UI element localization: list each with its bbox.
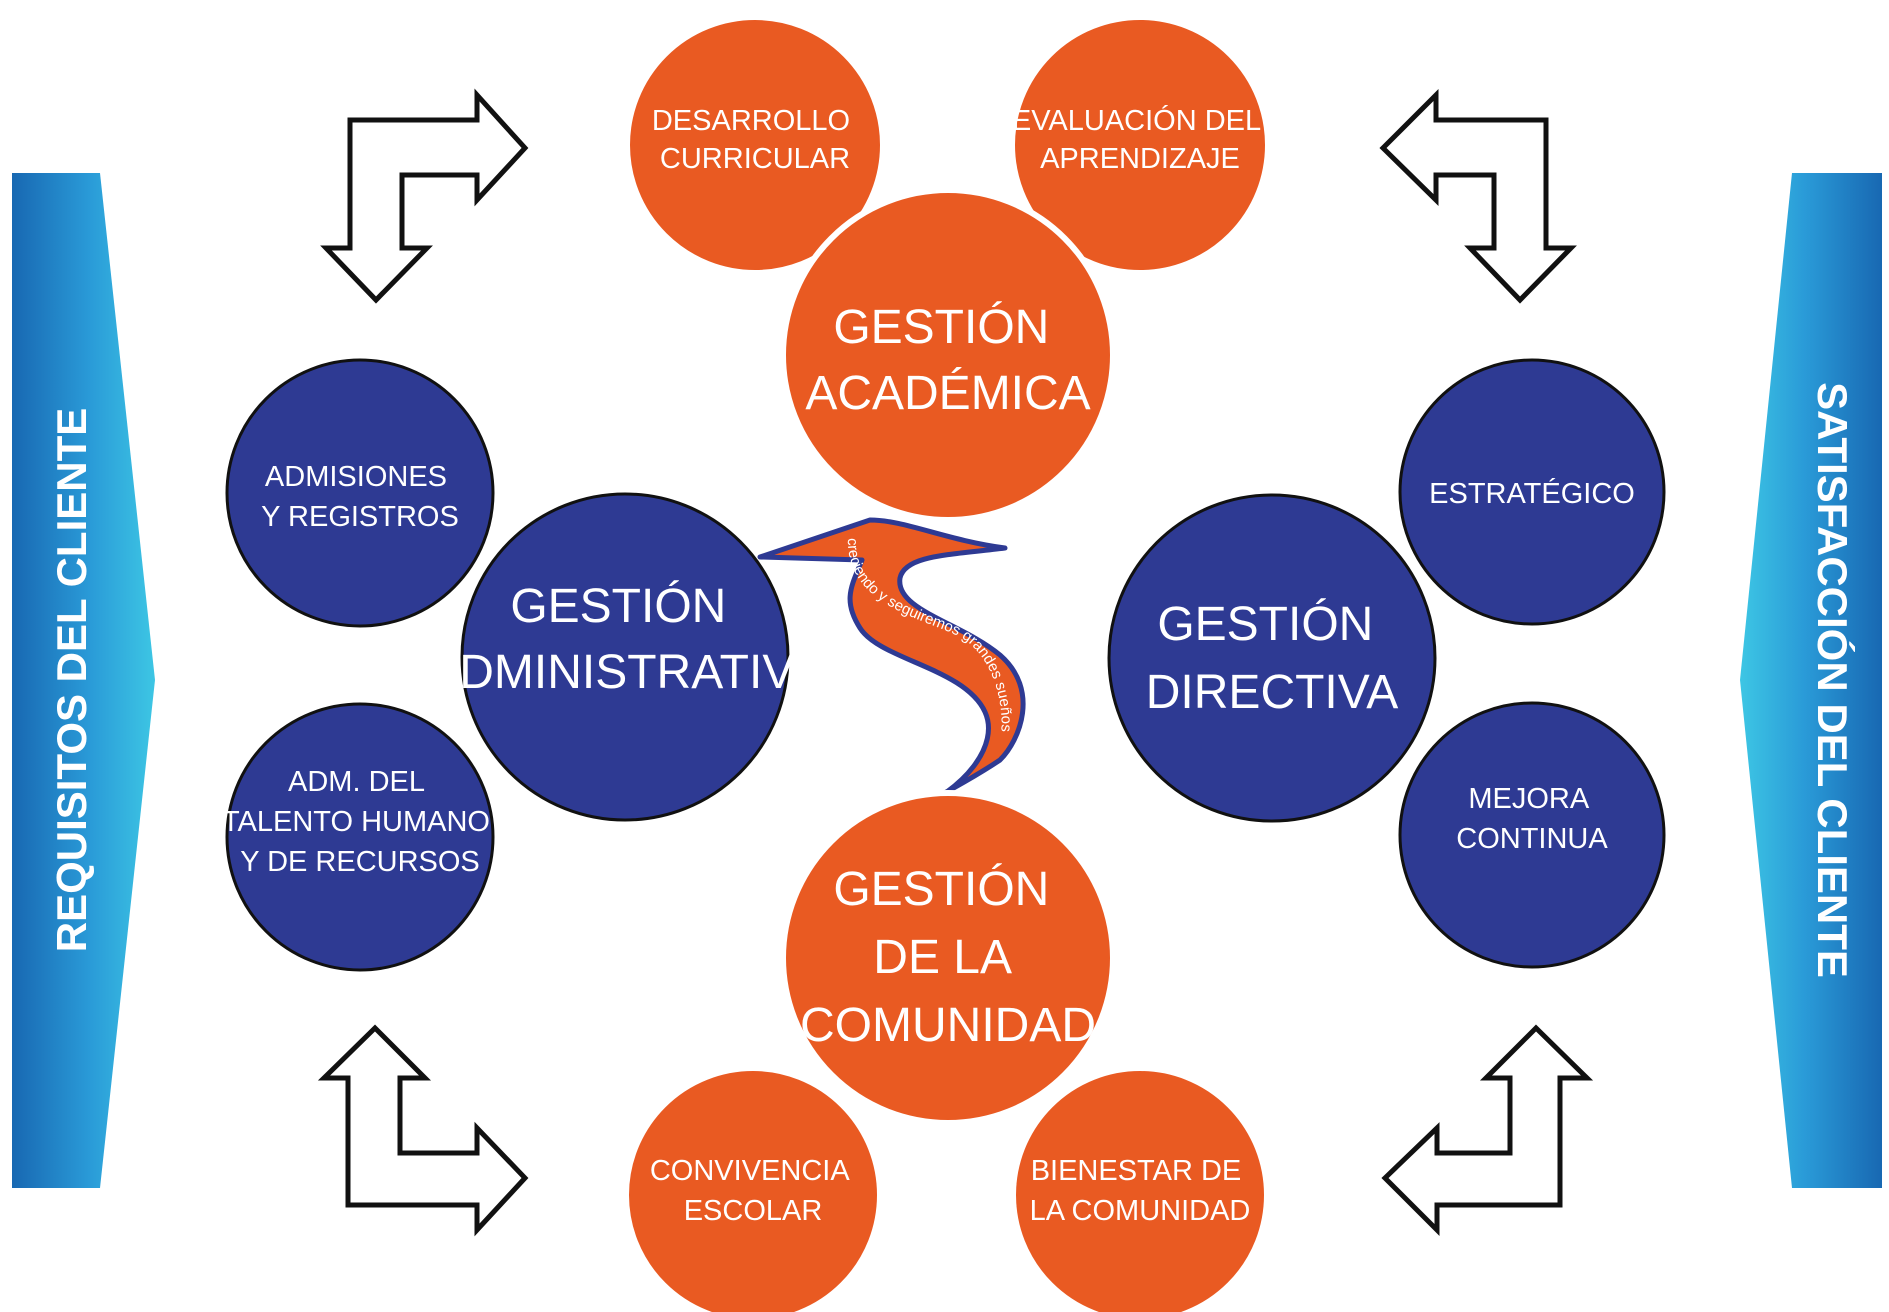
bienestar-comunidad-circle: [1010, 1065, 1270, 1312]
gestion-comunidad-label: GESTIÓN DE LA COMUNIDAD: [800, 862, 1096, 1052]
admisiones-label: ADMISIONES Y REGISTROS: [261, 461, 459, 533]
convivencia-escolar-label: CONVIVENCIA ESCOLAR: [650, 1155, 856, 1227]
left-requirements-bar: REQUISITOS DEL CLIENTE: [12, 173, 155, 1188]
convivencia-escolar-circle: [623, 1065, 883, 1312]
corner-arrow-bottom-right-icon: [1381, 1024, 1594, 1237]
comunidad-cluster: CONVIVENCIA ESCOLAR BIENESTAR DE LA COMU…: [623, 790, 1270, 1312]
desarrollo-curricular-circle: [624, 14, 886, 276]
gestion-academica-label: GESTIÓN ACADÉMICA: [805, 300, 1090, 420]
talento-humano-circle: [225, 702, 495, 972]
gestion-comunidad-circle: [780, 790, 1116, 1126]
corner-arrow-top-right-icon: [1379, 88, 1577, 304]
mejora-continua-circle: [1398, 701, 1666, 969]
gestion-directiva-circle: [1107, 493, 1437, 823]
estrategico-label: ESTRATÉGICO: [1429, 477, 1635, 510]
right-satisfaction-bar: SATISFACCIÓN DEL CLIENTE: [1740, 173, 1882, 1188]
corner-arrow-top-left-icon: [320, 88, 529, 304]
corner-arrow-bottom-left-icon: [317, 1024, 529, 1237]
gestion-academica-circle: [780, 187, 1116, 523]
gestion-directiva-label: GESTIÓN DIRECTIVA: [1146, 597, 1398, 719]
gestion-administrativa-label: GESTIÓN ADMINISTRATIVA: [427, 579, 823, 699]
evaluacion-aprendizaje-circle: [1009, 14, 1271, 276]
left-bar-label: REQUISITOS DEL CLIENTE: [48, 408, 95, 953]
desarrollo-curricular-label: DESARROLLO CURRICULAR: [652, 105, 858, 175]
gestion-administrativa-circle: [460, 492, 790, 822]
administrativa-cluster: ADMISIONES Y REGISTROS ADM. DEL TALENTO …: [222, 358, 823, 972]
academica-cluster: DESARROLLO CURRICULAR EVALUACIÓN DEL APR…: [624, 14, 1271, 523]
mejora-continua-label: MEJORA CONTINUA: [1456, 783, 1608, 855]
directiva-cluster: ESTRATÉGICO MEJORA CONTINUA GESTIÓN DIRE…: [1107, 358, 1666, 969]
bienestar-comunidad-label: BIENESTAR DE LA COMUNIDAD: [1030, 1155, 1251, 1227]
estrategico-circle: [1398, 358, 1666, 626]
evaluacion-aprendizaje-label: EVALUACIÓN DEL APRENDIZAJE: [1012, 104, 1268, 175]
right-bar-label: SATISFACCIÓN DEL CLIENTE: [1809, 382, 1857, 978]
admisiones-circle: [225, 358, 495, 628]
talento-humano-label: ADM. DEL TALENTO HUMANO Y DE RECURSOS: [222, 766, 498, 878]
